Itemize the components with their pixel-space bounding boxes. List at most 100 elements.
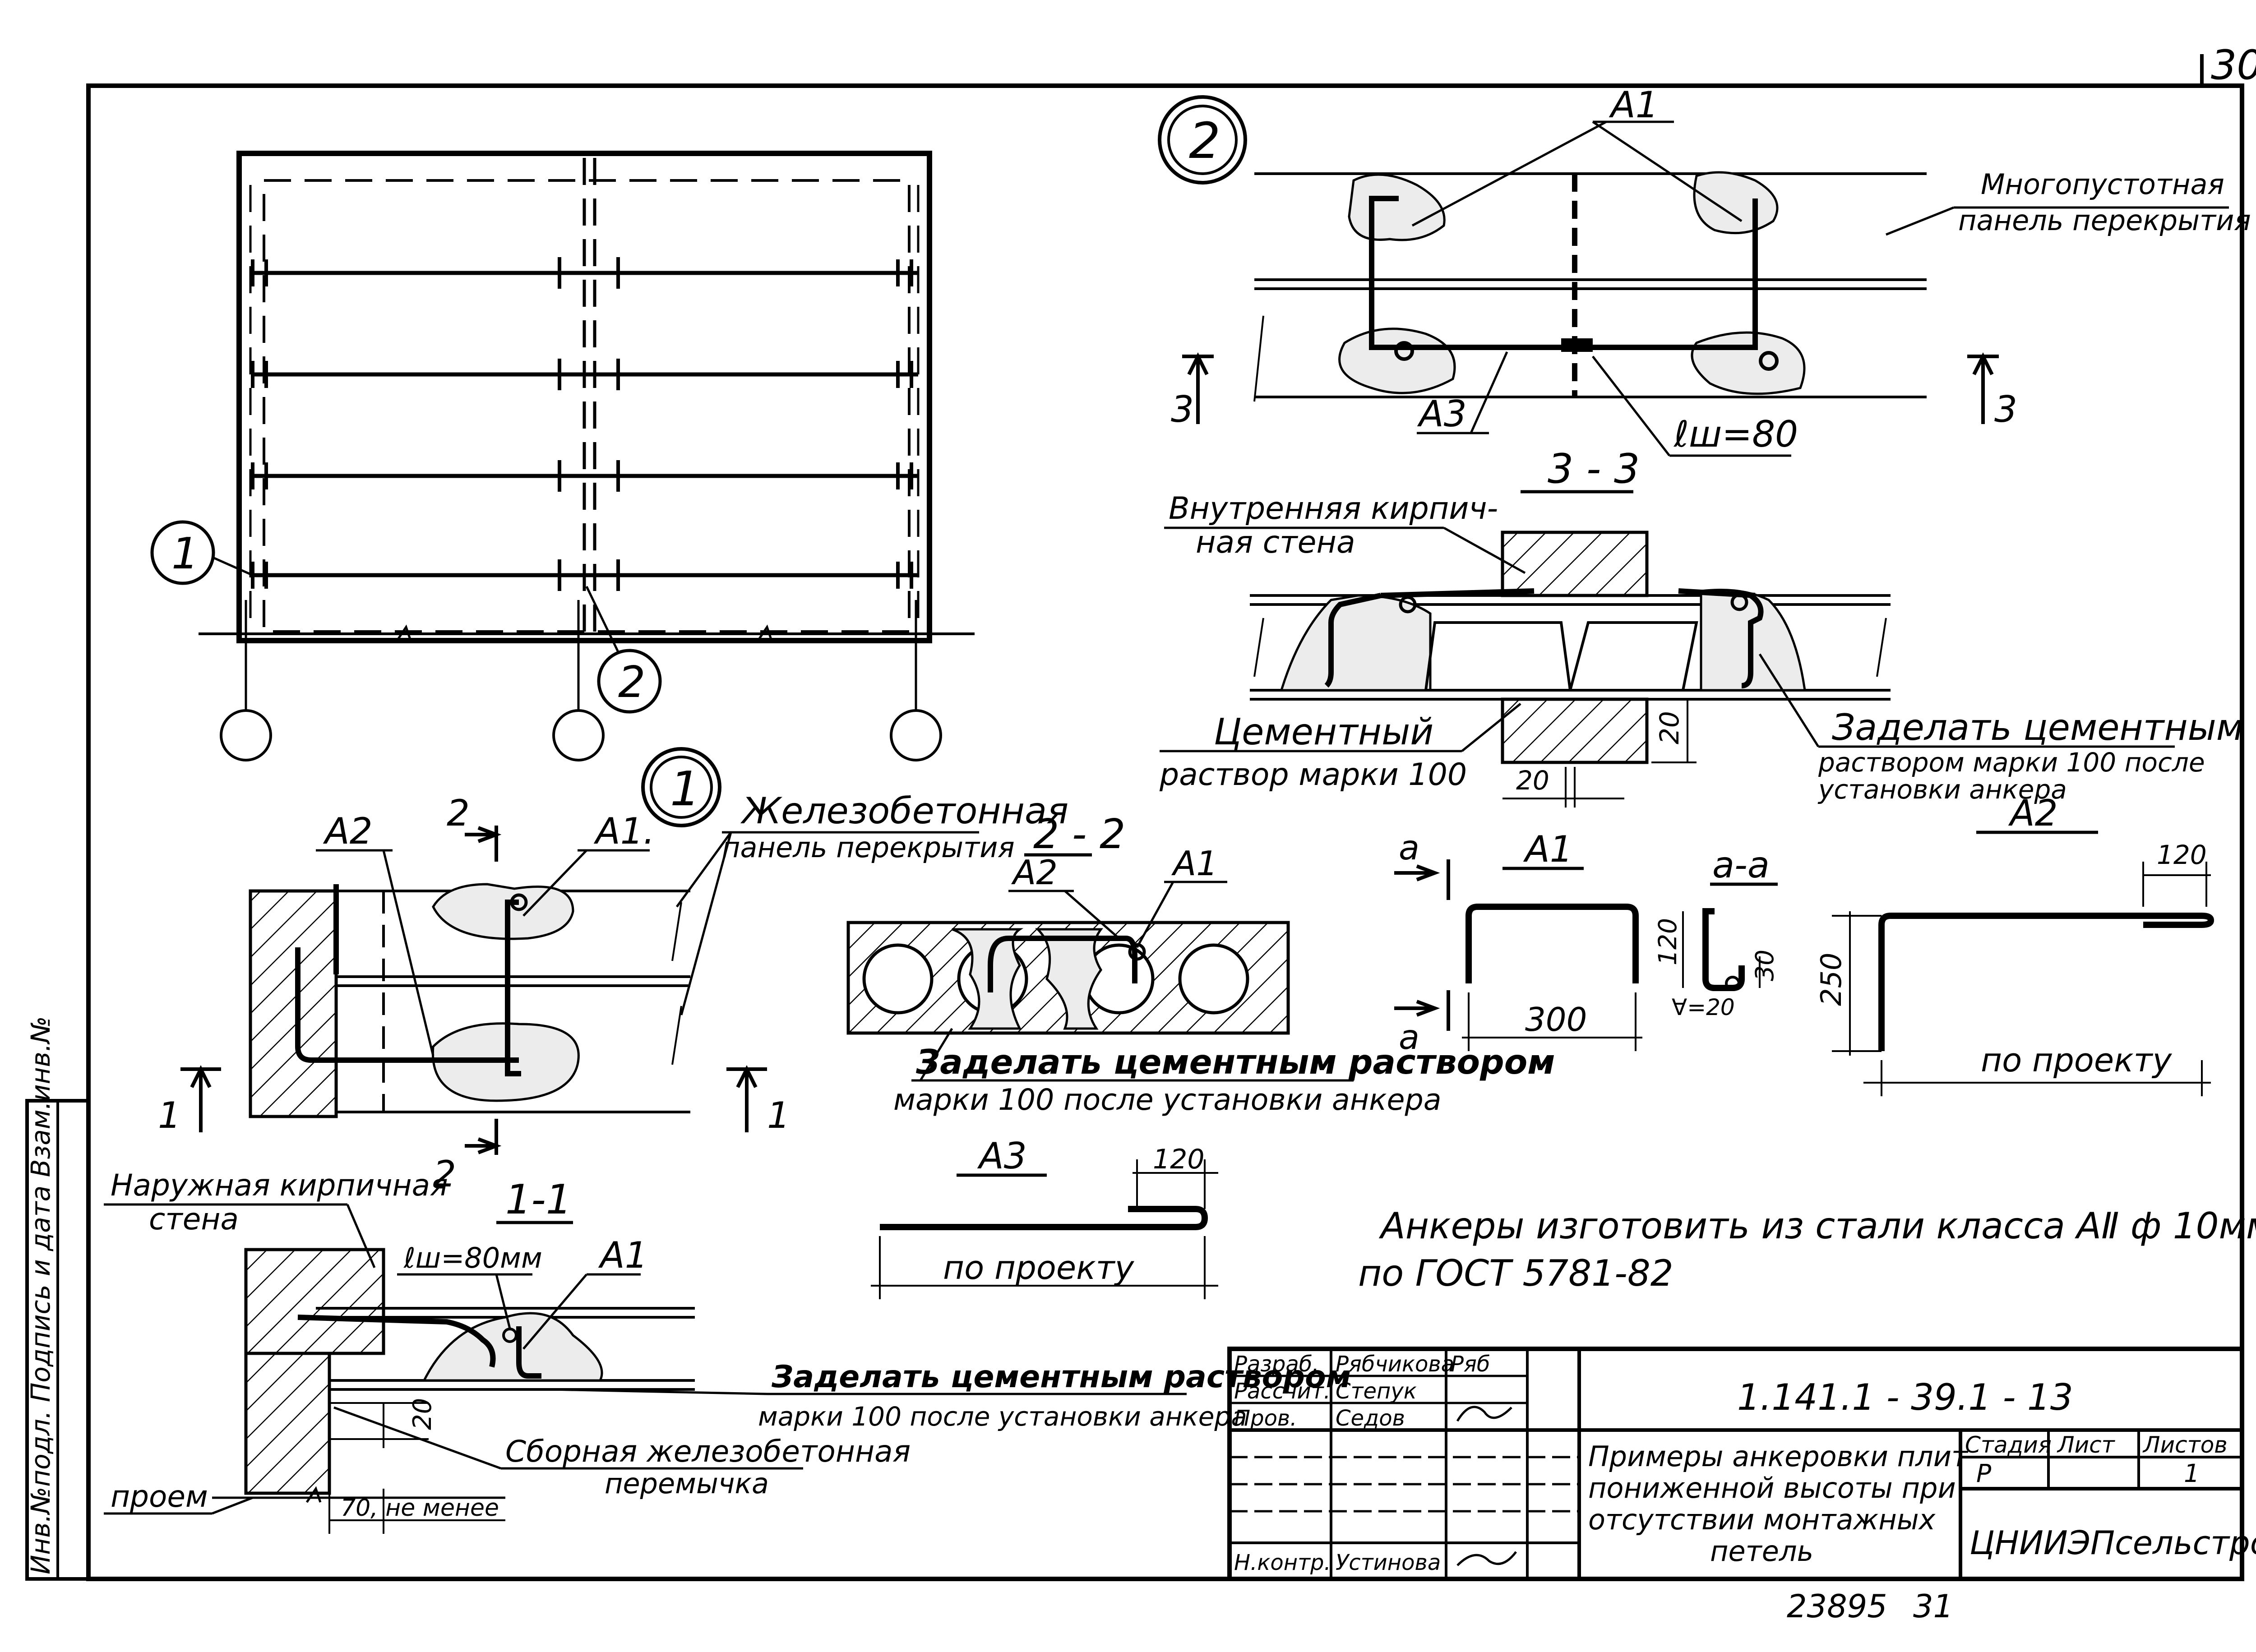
detail-2-cut-right: 3 [1994,388,2017,430]
tb-name-0: Рябчикова [1336,1352,1454,1377]
detail-1-cut-left: 1 [158,1094,181,1136]
callout-2-label: 2 [618,658,645,707]
section-3-3-title: 3 - 3 [1548,445,1640,493]
anchor-a1-title: А1 [1523,828,1573,870]
section-3-3-dim-20a: 20 [1654,711,1685,744]
section-a-a: а-а 120 30 ∀=20 [1653,844,1779,1020]
section-1-1-wall-label-1: Наружная кирпичная [111,1168,448,1203]
detail-2-panel-label-2: панель перекрытия [1958,204,2251,237]
section-1-1-wall-label-2: стена [149,1202,239,1237]
section-1-1-dim-20: 20 [408,1398,437,1430]
callout-circle-1[interactable] [150,520,215,585]
tb-org: ЦНИИЭПсельстрой [1969,1524,2256,1562]
anchor-a3-dim-proj: по проекту [943,1249,1135,1287]
callout-1-label: 1 [171,529,199,579]
section-1-1-lintel-1: Сборная железобетонная [505,1434,911,1469]
tb-role-0: Разраб. [1234,1352,1319,1377]
section-2-2-a1: А1 [1171,844,1218,883]
section-2-2: 2 - 2 А2 А1 Заделать цементным раствором… [846,811,1555,1117]
anchor-a1-cut-top: а [1399,828,1419,868]
detail-1-cut-right: 1 [767,1094,790,1136]
tb-stage: Р [1976,1459,1992,1488]
section-2-2-note-1: Заделать цементным раствором [915,1042,1555,1082]
anchor-a2-dim-120: 120 [2157,840,2207,870]
side-stamp: Инв.№подл. Подпись и дата Взам.инв.№ [25,1016,90,1581]
side-stamp-label: Инв.№подл. Подпись и дата Взам.инв.№ [25,1016,56,1574]
anchor-a2: А2 120 250 по проекту [1815,792,2214,1096]
section-1-1-title: 1-1 [505,1176,572,1223]
sheet-number: 30 [2211,42,2256,89]
tb-sheet-label: Лист [2057,1432,2116,1458]
anchor-a1-cut-bottom: а [1399,1017,1419,1057]
tb-role-1: Рассчит. [1234,1379,1331,1404]
tb-doc-code: 1.141.1 - 39.1 - 13 [1737,1376,2073,1418]
anchor-a3-title: А3 [977,1135,1027,1177]
section-2-2-title: 2 - 2 [1033,811,1125,858]
anchor-a1: А1 а а 300 [1394,828,1642,1057]
tb-title-4: петель [1710,1535,1813,1568]
section-1-1-lsh: ℓш=80мм [403,1241,542,1274]
detail-1: 1 А2 А1. 2 2 1 1 Железобетонная панель п… [158,747,1068,1195]
inventory-number: 23895 [1787,1588,1887,1625]
detail-2-marker: 2 [1189,112,1220,170]
anchor-a1-dim-300: 300 [1525,1001,1587,1038]
detail-2-panel-label-1: Многопустотная [1981,168,2224,201]
anchor-a2-dim-proj: по проекту [1981,1041,2173,1079]
detail-2: 2 А1 А3 ℓш=80 Многопустотная панель пере… [1158,84,2251,457]
section-1-1: 1-1 Наружная кирпичная стена ℓш=80мм А1 … [104,1168,1351,1534]
detail-2-a3: А3 [1417,393,1467,435]
detail-1-cut-top: 2 [447,792,470,834]
tb-role-5: Н.контр. [1234,1550,1331,1575]
section-a-a-dim-d20: ∀=20 [1672,994,1735,1020]
anchor-a3-dim-120: 120 [1153,1144,1205,1175]
section-3-3-fill-label-2: раствором марки 100 после [1818,747,2205,778]
section-1-1-dim-70: 70, не менее [341,1495,499,1522]
tb-role-2: Пров. [1234,1406,1297,1431]
note-line-1: Анкеры изготовить из стали класса АⅡ ф 1… [1378,1205,2256,1247]
tb-sign-0: Ряб [1451,1352,1490,1377]
tb-sheets: 1 [2184,1459,2200,1488]
title-block: Разраб. Рассчит. Пров. Н.контр. Рябчиков… [1227,1347,2256,1581]
section-1-1-opening: проем [111,1479,208,1514]
tb-sheets-label: Листов [2142,1432,2228,1458]
note-line-2: по ГОСТ 5781-82 [1358,1252,1674,1294]
section-a-a-dim-30: 30 [1750,950,1779,981]
tb-name-5: Устинова [1336,1550,1441,1575]
detail-2-a1: А1 [1609,84,1659,126]
tb-name-2: Седов [1336,1406,1405,1431]
detail-2-lsh: ℓш=80 [1673,413,1798,455]
detail-2-cut-left: 3 [1171,388,1194,430]
section-a-a-title: а-а [1712,844,1770,886]
section-3-3-fill-label-1: Заделать цементным [1832,706,2243,748]
grid-axis-marker [552,709,605,761]
tb-name-1: Степук [1336,1379,1417,1404]
section-1-1-note-2: марки 100 после установки анкера [758,1401,1247,1432]
tb-title-1: Примеры анкеровки плит [1588,1440,1969,1473]
tb-stage-label: Стадия [1965,1432,2052,1458]
section-1-1-a1: А1 [598,1234,648,1276]
section-3-3-fill-label-3: установки анкера [1817,774,2067,805]
callout-circle-2[interactable] [597,649,662,714]
section-3-3-dim-20b: 20 [1516,765,1549,796]
tb-title-2: пониженной высоты при [1588,1472,1956,1504]
section-2-2-note-2: марки 100 после установки анкера [893,1083,1442,1117]
detail-1-panel-label-1: Железобетонная [740,790,1068,832]
section-3-3-mortar-label-1: Цементный [1214,711,1433,753]
detail-1-cut-bottom: 2 [433,1153,456,1195]
anchor-a2-dim-250: 250 [1815,953,1848,1006]
section-3-3-mortar-label-2: раствор марки 100 [1159,757,1467,793]
section-a-a-dim-120: 120 [1653,918,1682,965]
grid-axis-marker [220,709,272,761]
signature-marks [1456,1406,1517,1566]
copy-number: 31 [1913,1588,1953,1625]
anchor-a2-title: А2 [2008,792,2058,834]
section-3-3-wall-label-1: Внутренняя кирпич- [1169,491,1498,526]
detail-1-a1: А1. [593,810,655,852]
section-3-3-wall-label-2: ная стена [1196,525,1355,560]
anchor-a3: А3 120 по проекту [871,1135,1218,1299]
sheet-frame [86,83,2244,1581]
section-3-3: 3 - 3 Внутренняя кирпич- ная стена Цемен… [1159,445,2243,808]
general-note: Анкеры изготовить из стали класса АⅡ ф 1… [1358,1205,2256,1294]
detail-1-panel-label-2: панель перекрытия [722,831,1015,864]
